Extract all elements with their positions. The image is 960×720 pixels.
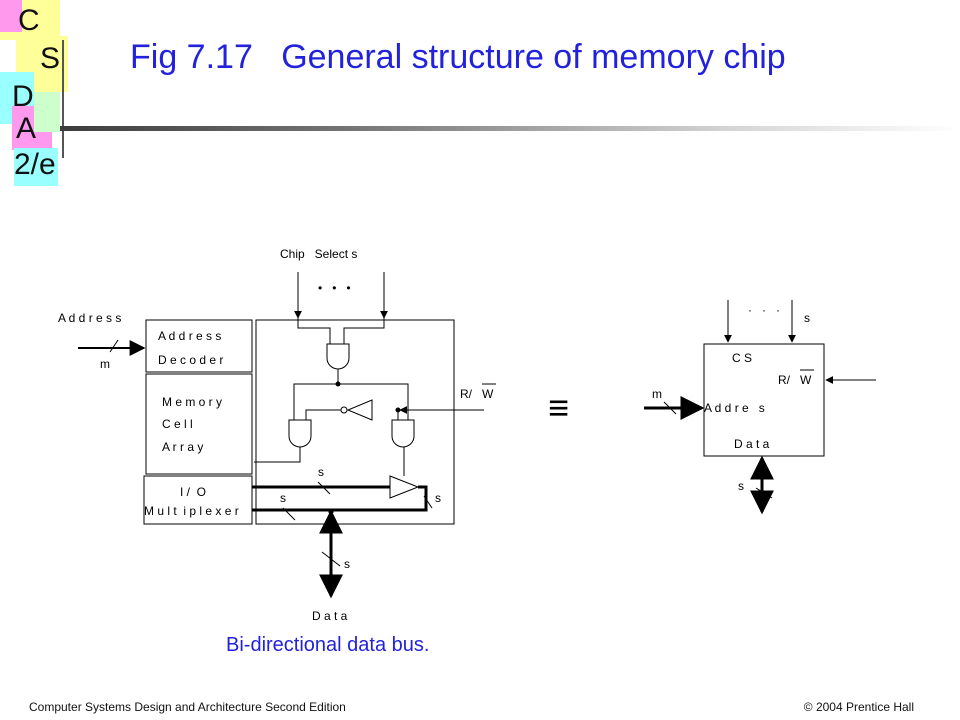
read-enable-wire <box>254 447 301 463</box>
chip-select-dots: • • • <box>318 281 351 295</box>
logo-tile-green <box>34 92 60 132</box>
symbol-dots: · · · <box>748 303 780 317</box>
logo-letter-s: S <box>40 42 61 75</box>
and-gate-write <box>391 419 415 448</box>
and-gate-read <box>288 419 312 448</box>
chip-selects-label: Chip Select s <box>280 247 357 261</box>
left-chip-labels: Chip Select s • • • A d d r e s s m A d … <box>58 247 496 623</box>
footer-book-title: Computer Systems Design and Architecture… <box>29 700 346 714</box>
address-width-label: m <box>100 357 110 371</box>
bus-slash-left <box>282 507 296 521</box>
logo-edition: 2/e <box>14 148 56 181</box>
symbol-s-bottom: s <box>738 479 744 493</box>
io-multiplexer-box <box>143 475 253 525</box>
cs-wire-right <box>343 318 385 344</box>
control-logic-box <box>255 319 455 525</box>
cs-wire-left <box>297 318 331 344</box>
title-rule <box>60 126 960 131</box>
bus-s-right: s <box>435 491 441 505</box>
symbol-s-top: s <box>804 311 810 325</box>
symbol-m: m <box>652 387 662 401</box>
and-gate-top <box>326 343 350 370</box>
symbol-address-slash <box>663 401 677 415</box>
inverter-bubble <box>340 406 348 414</box>
memory-cell-array-box <box>145 373 253 475</box>
decoder-label-2: D e c o d e r <box>158 353 223 367</box>
data-label: D a t a <box>312 609 348 623</box>
array-label-3: A r r a y <box>162 440 203 454</box>
symbol-data: D a t a <box>734 437 770 451</box>
bus-slash-right <box>423 495 433 509</box>
address-width-slash <box>109 339 119 353</box>
enable-wire <box>293 383 409 420</box>
bus-s-left: s <box>280 491 286 505</box>
page-title: Fig 7.17 General structure of memory chi… <box>130 38 786 76</box>
right-chip-labels: · · · s C S R/ W m A d d r e s D a t a s <box>652 303 814 493</box>
symbol-cs: C S <box>732 351 752 365</box>
logo-letter-c: C <box>18 4 40 37</box>
data-bus-slash <box>321 551 341 567</box>
inverted-rw-wire <box>305 409 341 420</box>
bus-s-top: s <box>318 465 324 479</box>
logo-letter-a: A <box>16 112 37 145</box>
footer-copyright: © 2004 Prentice Hall <box>803 700 914 714</box>
mux-label-2: M u l t i p l e x e r <box>144 504 239 518</box>
left-chip <box>78 272 484 599</box>
logo-tile-pink-top <box>0 0 22 32</box>
bus-s-bottom: s <box>344 557 350 571</box>
equivalence-symbol: ≡ <box>548 387 569 428</box>
array-label-1: M e m o r y <box>162 395 222 409</box>
rw-label: R/ <box>460 387 473 401</box>
bus-slash-top <box>317 481 331 495</box>
array-label-2: C e l l <box>162 417 193 431</box>
diagram-caption: Bi-directional data bus. <box>226 634 430 656</box>
logo-tile-cyan-bottom <box>14 148 58 186</box>
logo-letter-d: D <box>12 80 34 113</box>
tristate-buffer <box>389 475 420 499</box>
symbol-address: A d d r e s <box>704 401 765 415</box>
symbol-rw-label: R/ <box>778 373 791 387</box>
symbol-rw-bar: W <box>800 373 812 387</box>
logo-divider <box>62 40 64 158</box>
mux-label-1: I / O <box>180 485 206 499</box>
inverter <box>346 399 373 421</box>
rw-bar-label: W <box>482 387 494 401</box>
symbol-data-slash <box>755 487 773 499</box>
decoder-label-1: A d d r e s s <box>158 329 221 343</box>
address-decoder-box <box>145 319 253 373</box>
address-label: A d d r e s s <box>58 311 121 325</box>
right-chip <box>644 300 876 515</box>
